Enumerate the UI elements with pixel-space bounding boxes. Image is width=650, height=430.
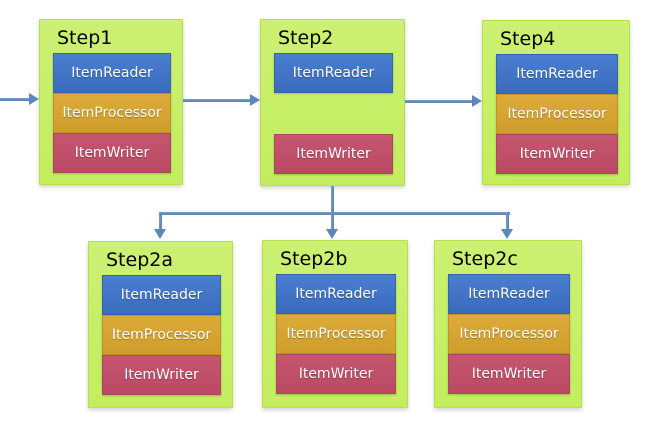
arrowhead-down-icon xyxy=(501,229,513,239)
step-box-step2: Step2 ItemReader ItemWriter xyxy=(260,19,405,186)
item-reader-bar: ItemReader xyxy=(496,54,618,94)
item-writer-bar: ItemWriter xyxy=(448,354,570,394)
arrow-line xyxy=(506,212,509,229)
step-box-step1: Step1 ItemReader ItemProcessor ItemWrite… xyxy=(39,19,183,185)
arrowhead-down-icon xyxy=(154,229,166,239)
step-title: Step2b xyxy=(280,248,348,270)
arrowhead-right-icon xyxy=(250,94,260,106)
arrowhead-right-icon xyxy=(472,95,482,107)
step-title: Step2c xyxy=(452,248,518,270)
step-title: Step4 xyxy=(500,28,556,50)
step-box-step2a: Step2a ItemReader ItemProcessor ItemWrit… xyxy=(88,241,233,408)
arrow-line xyxy=(331,212,334,229)
step-box-step2c: Step2c ItemReader ItemProcessor ItemWrit… xyxy=(434,240,582,408)
item-reader-bar: ItemReader xyxy=(274,53,393,93)
item-reader-bar: ItemReader xyxy=(448,274,570,314)
item-processor-bar: ItemProcessor xyxy=(102,315,221,355)
item-writer-bar: ItemWriter xyxy=(274,134,393,174)
step-title: Step1 xyxy=(57,27,113,49)
item-writer-bar: ItemWriter xyxy=(276,354,396,394)
branch-stem-line xyxy=(331,186,334,213)
item-processor-bar: ItemProcessor xyxy=(276,314,396,354)
processor-slot-empty xyxy=(274,93,393,134)
step-title: Step2 xyxy=(278,27,334,49)
item-writer-bar: ItemWriter xyxy=(102,355,221,395)
item-writer-bar: ItemWriter xyxy=(496,134,618,174)
item-processor-bar: ItemProcessor xyxy=(53,93,171,133)
item-reader-bar: ItemReader xyxy=(276,274,396,314)
item-processor-bar: ItemProcessor xyxy=(448,314,570,354)
arrowhead-right-icon xyxy=(29,93,39,105)
item-reader-bar: ItemReader xyxy=(102,275,221,315)
arrow-line xyxy=(405,100,473,103)
arrowhead-down-icon xyxy=(326,229,338,239)
step-box-step2b: Step2b ItemReader ItemProcessor ItemWrit… xyxy=(262,240,408,408)
branch-horizontal-line xyxy=(159,212,510,215)
arrow-line xyxy=(159,212,162,229)
item-reader-bar: ItemReader xyxy=(53,53,171,93)
arrow-line xyxy=(0,98,30,101)
arrow-line xyxy=(183,99,251,102)
step-title: Step2a xyxy=(106,249,173,271)
item-processor-bar: ItemProcessor xyxy=(496,94,618,134)
step-box-step4: Step4 ItemReader ItemProcessor ItemWrite… xyxy=(482,20,630,185)
item-writer-bar: ItemWriter xyxy=(53,133,171,173)
